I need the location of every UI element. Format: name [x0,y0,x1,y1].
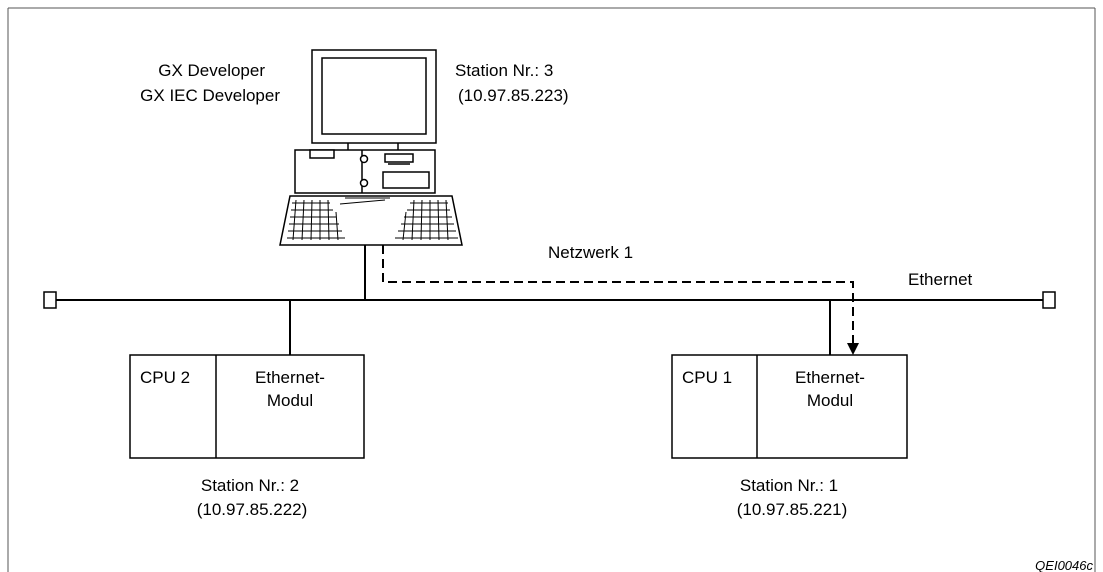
station1-plc [671,354,908,459]
ethernet-bus-label: Ethernet [908,270,973,289]
pc-floppy-1 [384,153,414,163]
pc-station-ip: (10.97.85.223) [458,86,569,105]
station1-module-line1: Ethernet- [795,368,865,387]
pc-led-1 [359,154,369,164]
pc-screen [321,57,427,135]
pc-software-line1: GX Developer [158,61,265,80]
pc-computer-icon [279,49,463,246]
station1-station-ip: (10.97.85.221) [737,500,848,519]
station2-module-line1: Ethernet- [255,368,325,387]
network-route-label: Netzwerk 1 [548,243,633,262]
pc-slot [309,149,335,159]
bus-terminator-left [43,291,57,309]
pc-station-label: Station Nr.: 3 [455,61,553,80]
pc-keyboard [279,195,463,246]
station1-station-label: Station Nr.: 1 [740,476,838,495]
station2-plc [129,354,365,459]
station2-cpu-label: CPU 2 [140,368,190,387]
station2-station-label: Station Nr.: 2 [201,476,299,495]
pc-keyboard-keys [287,197,458,241]
station2-module-line2: Modul [267,391,313,410]
figure-code: QEI0046c [1035,558,1093,572]
pc-drive-bay [382,171,430,189]
station1-module-line2: Modul [807,391,853,410]
pc-led-2 [359,178,369,188]
station1-cpu-label: CPU 1 [682,368,732,387]
network-route-arrow-icon [847,343,859,355]
network-route-line [382,245,854,345]
station2-station-ip: (10.97.85.222) [197,500,308,519]
bus-terminator-right [1042,291,1056,309]
pc-software-line2: GX IEC Developer [140,86,280,105]
